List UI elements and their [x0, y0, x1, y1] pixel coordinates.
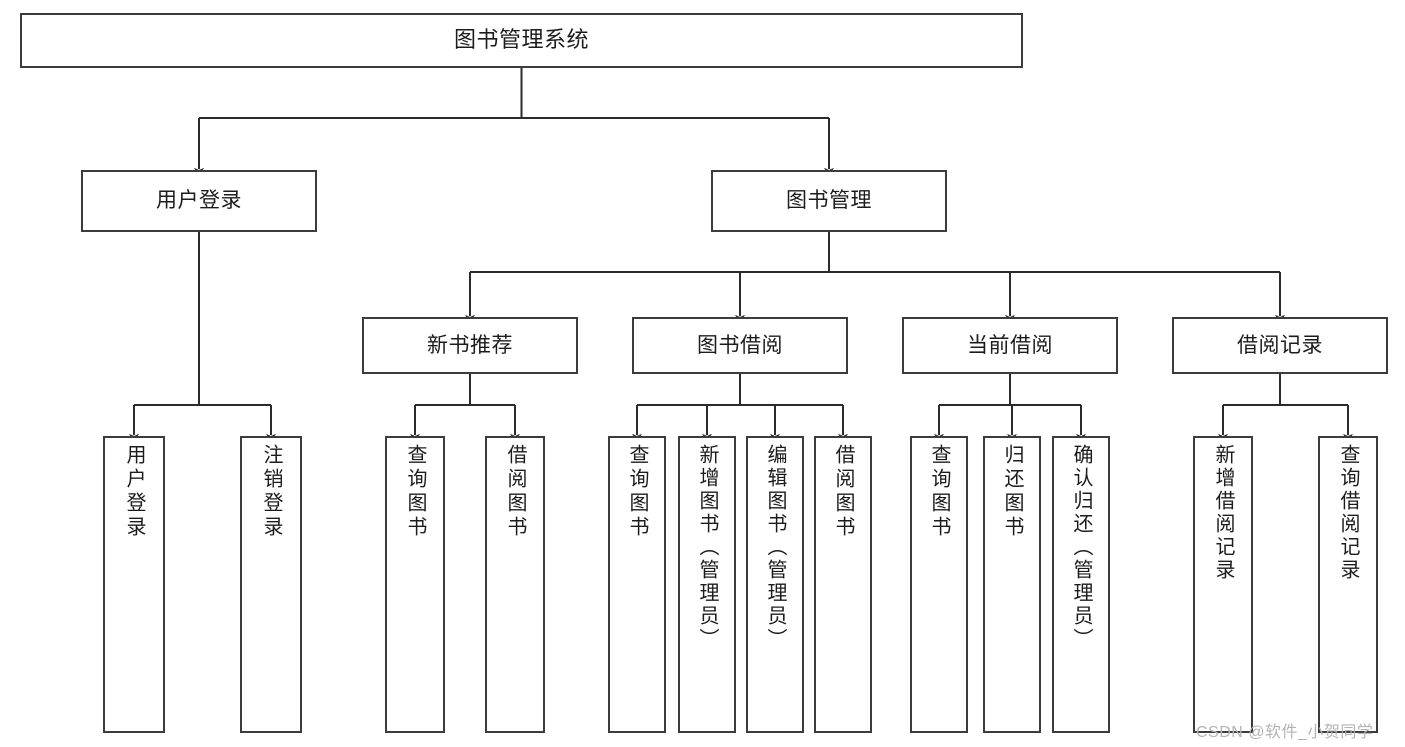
node-leaf-10-确认归还管理员-label: 确认归还（管理员） — [1070, 444, 1092, 651]
node-root-图书管理系统[interactable]: 图书管理系统 — [20, 13, 1023, 68]
node-leaf-11-新增借阅记录-label: 新增借阅记录 — [1212, 444, 1234, 582]
node-l2-图书管理-label: 图书管理 — [786, 189, 872, 213]
watermark-text: CSDN @软件_小贺同学 — [1196, 724, 1374, 741]
connector-lines — [129, 68, 1353, 443]
node-l3-新书推荐-label: 新书推荐 — [427, 333, 513, 357]
node-leaf-5-新增图书管理员[interactable]: 新增图书（管理员） — [678, 436, 736, 733]
node-leaf-3-借阅图书-label: 借阅图书 — [504, 444, 526, 540]
node-leaf-12-查询借阅记录[interactable]: 查询借阅记录 — [1318, 436, 1378, 733]
node-leaf-2-查询图书[interactable]: 查询图书 — [385, 436, 445, 733]
node-leaf-3-借阅图书[interactable]: 借阅图书 — [485, 436, 545, 733]
node-leaf-8-查询图书-label: 查询图书 — [928, 444, 950, 540]
node-l3-当前借阅-label: 当前借阅 — [967, 333, 1053, 357]
node-leaf-4-查询图书-label: 查询图书 — [626, 444, 648, 540]
node-leaf-7-借阅图书[interactable]: 借阅图书 — [814, 436, 872, 733]
node-leaf-6-编辑图书管理员-label: 编辑图书（管理员） — [764, 444, 786, 651]
node-leaf-8-查询图书[interactable]: 查询图书 — [910, 436, 968, 733]
node-l2-用户登录-label: 用户登录 — [156, 189, 242, 213]
node-leaf-9-归还图书-label: 归还图书 — [1001, 444, 1023, 540]
node-l3-借阅记录-label: 借阅记录 — [1237, 333, 1323, 357]
node-leaf-12-查询借阅记录-label: 查询借阅记录 — [1337, 444, 1359, 582]
node-l3-当前借阅[interactable]: 当前借阅 — [902, 317, 1118, 374]
node-leaf-1-注销登录-label: 注销登录 — [260, 444, 282, 540]
node-l3-新书推荐[interactable]: 新书推荐 — [362, 317, 578, 374]
node-l3-借阅记录[interactable]: 借阅记录 — [1172, 317, 1388, 374]
node-leaf-4-查询图书[interactable]: 查询图书 — [608, 436, 666, 733]
node-l3-图书借阅[interactable]: 图书借阅 — [632, 317, 848, 374]
node-leaf-2-查询图书-label: 查询图书 — [404, 444, 426, 540]
node-leaf-11-新增借阅记录[interactable]: 新增借阅记录 — [1193, 436, 1253, 733]
node-leaf-0-用户登录[interactable]: 用户登录 — [103, 436, 165, 733]
node-leaf-9-归还图书[interactable]: 归还图书 — [983, 436, 1041, 733]
node-leaf-5-新增图书管理员-label: 新增图书（管理员） — [696, 444, 718, 651]
node-l2-图书管理[interactable]: 图书管理 — [711, 170, 947, 232]
node-root-图书管理系统-label: 图书管理系统 — [453, 27, 589, 53]
node-l2-用户登录[interactable]: 用户登录 — [81, 170, 317, 232]
node-leaf-6-编辑图书管理员[interactable]: 编辑图书（管理员） — [746, 436, 804, 733]
node-leaf-1-注销登录[interactable]: 注销登录 — [240, 436, 302, 733]
node-l3-图书借阅-label: 图书借阅 — [697, 333, 783, 357]
node-leaf-10-确认归还管理员[interactable]: 确认归还（管理员） — [1052, 436, 1110, 733]
node-leaf-0-用户登录-label: 用户登录 — [123, 444, 145, 540]
node-leaf-7-借阅图书-label: 借阅图书 — [832, 444, 854, 540]
